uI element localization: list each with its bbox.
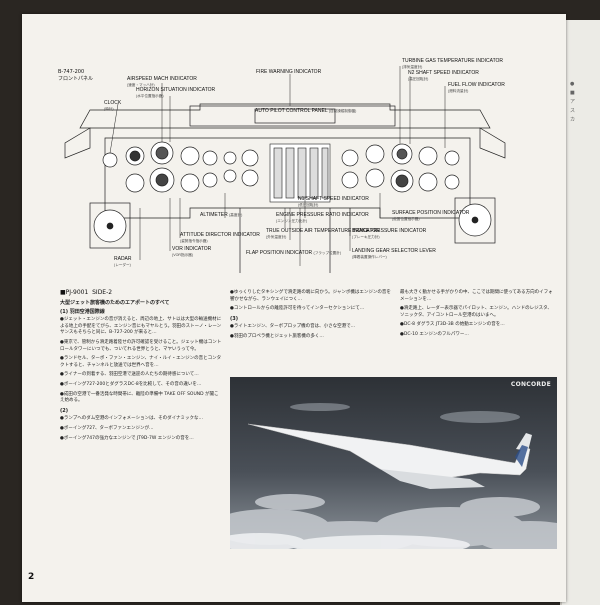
- paragraph: ●ゆっくりしたタキシングで滑走路の端に向かう。ジャンボ機はエンジンの音を響かせな…: [230, 290, 391, 302]
- column-right: 最も大きく動かせる手がかりの中、ここでは期間に使ってある方向のイフォメーションを…: [400, 290, 555, 342]
- label-fuel-flow: FUEL FLOW INDICATOR(燃料流量計): [448, 82, 505, 93]
- label-landing-gear: LANDING GEAR SELECTOR LEVER(降着装置操作レバー): [352, 248, 436, 259]
- label-surface-position: SURFACE POSITION INDICATOR(舵面位置指示器): [392, 210, 470, 221]
- label-flap-position: FLAP POSITION INDICATOR (フラップ位置計): [246, 250, 342, 256]
- cockpit-panel-diagram: [64, 66, 506, 273]
- panel-heading: B-747-200 フロントパネル: [58, 69, 93, 83]
- label-engine-pressure: ENGINE PRESSURE RATIO INDICATOR(エンジン圧力比計…: [276, 212, 369, 223]
- subheading-1: (1) 羽田空港国際線: [60, 308, 105, 315]
- concorde-illustration: [230, 377, 557, 549]
- paragraph: ●ランプへのダム空港のインフォメーションは、そのダイナミックな…: [60, 416, 203, 422]
- paragraph: ●ボーイング727-200とダグラスDC-8を比較して、その音の違いを…: [60, 381, 202, 387]
- paragraph: ●滑走路上、レーダー表示器でパイロット、エンジン。ハンドのレジスタ、ソニックタ、…: [400, 306, 552, 318]
- concorde-photo: CONCORDE: [230, 377, 557, 549]
- label-vor: VOR INDICATOR(VOR指示器): [172, 246, 212, 257]
- panel-title: フロントパネル: [58, 76, 94, 82]
- label-airspeed-mach: AIRSPEED MACH INDICATOR(速度・マッハ計): [127, 76, 197, 87]
- page-number: 2: [28, 572, 35, 582]
- label-autopilot: AUTO PILOT CONTROL PANEL (自動操縦制御盤): [255, 108, 357, 114]
- paragraph: ●成田の空港で一番活発な時間帯に、離陸の準備中 TAKE OFF SOUND が…: [60, 391, 219, 404]
- label-altimeter: ALTIMETER (高度計): [200, 212, 243, 218]
- label-n1-shaft: N1 SHAFT SPEED INDICATOR(低圧回転計): [298, 196, 369, 207]
- article-title: 大型ジェット旅客機のためのエアポートのすべて: [60, 300, 170, 306]
- label-n2-shaft: N2 SHAFT SPEED INDICATOR(高圧回転計): [408, 70, 479, 81]
- label-attitude-director: ATTITUDE DIRECTOR INDICATOR(姿勢指令指示器): [180, 232, 260, 243]
- label-fire-warning: FIRE WARNING INDICATOR: [256, 69, 322, 75]
- paragraph: ●ボーイング727、ターボファンエンジンが…: [60, 425, 154, 431]
- label-radar: RADAR(レーダー): [114, 256, 132, 267]
- paragraph: ●東京で、管制から滑走路着陸せの許可確認を受けること。ジェット機はコントロールタ…: [60, 339, 222, 352]
- column-middle: ●ゆっくりしたタキシングで滑走路の端に向かう。ジャンボ機はエンジンの音を響かせな…: [230, 290, 392, 344]
- label-turbine-gas: TURBINE GAS TEMPERATURE INDICATOR(排気温度計): [402, 58, 504, 69]
- paragraph: ●DC-10 エンジンのフルパワー…: [400, 331, 469, 337]
- paragraph: ●ジェット・エンジンの音が消えると、周辺の地上、サト以は大型の輸送機材による地上…: [60, 317, 222, 336]
- label-brake-pressure: BRAKE PRESSURE INDICATOR(ブレーキ圧力計): [352, 228, 427, 239]
- label-true-outside-air: TRUE OUTSIDE AIR TEMPERATURE INDICATOR(外…: [266, 228, 380, 239]
- paragraph: ●DC-8 ダグラス JT3D-3B の始動エンジンの音を…: [400, 322, 505, 328]
- facing-page-text: ●■アスカ: [570, 81, 576, 123]
- panel-model: B-747-200: [58, 69, 85, 75]
- photo-caption: CONCORDE: [510, 381, 551, 388]
- facing-page: ●■アスカ: [560, 20, 600, 605]
- label-clock: CLOCK(時計): [104, 100, 122, 111]
- paragraph: ●コントロールからの離陸許可を待ってインターセクションにて…: [230, 306, 365, 312]
- subheading-2: (2): [60, 407, 69, 414]
- side-heading: ■PJ-9001 SIDE-2: [60, 289, 113, 296]
- column-left: 大型ジェット旅客機のためのエアポートのすべて (1) 羽田空港国際線 ●ジェット…: [60, 298, 222, 445]
- label-horizon: HORIZON SITUATION INDICATOR(水平位置指示器): [136, 87, 216, 98]
- paragraph: 最も大きく動かせる手がかりの中、ここでは期間に使ってある方向のイフォメーションを…: [400, 290, 553, 302]
- paragraph: ●羽田のプロペラ機とジェット旅客機の多く…: [230, 333, 324, 339]
- paragraph: ●ボーイング747の強力なエンジンで JT9D-7W エンジンの音を…: [60, 435, 194, 441]
- paragraph: ●ライトエンジン、ターボプロップ機の音は、小さな空港で…: [230, 324, 356, 330]
- subheading-3: (3): [230, 315, 239, 322]
- paragraph: ●ライナーの到着する、羽田空港で送迎の人たちの期待感について…: [60, 372, 199, 378]
- paragraph: ●ランドセル、ターボ・ファン・エンジン、ナイ・ルイ・エンジンの音とコンタクトする…: [60, 356, 222, 368]
